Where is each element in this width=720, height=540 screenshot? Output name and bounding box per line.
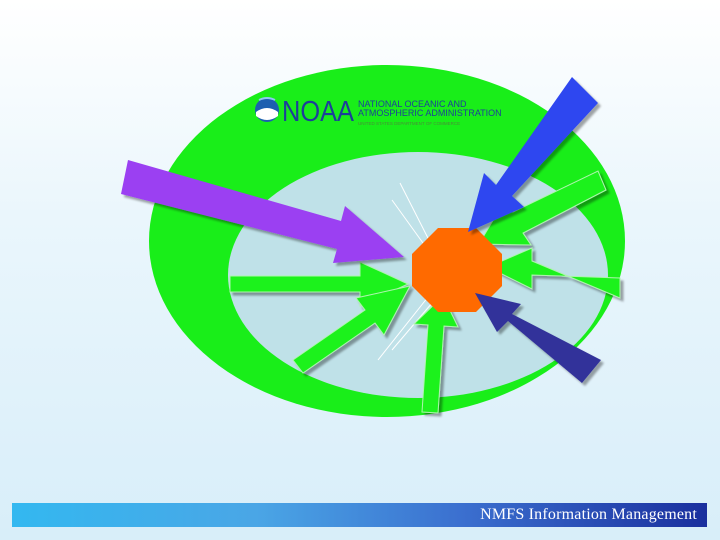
green-arrows <box>229 170 621 414</box>
green-arrow-upper-right <box>478 170 607 246</box>
noaa-wordmark: NOAA <box>282 96 355 128</box>
noaa-logo: NOAA NATIONAL OCEANIC AND ATMOSPHERIC AD… <box>255 96 502 128</box>
green-arrow-right <box>486 247 621 299</box>
noaa-line3: UNITED STATES DEPARTMENT OF COMMERCE <box>358 121 460 126</box>
center-hub <box>412 228 502 312</box>
footer-bar: NMFS Information Management <box>12 503 707 527</box>
noaa-line2: ATMOSPHERIC ADMINISTRATION <box>358 108 502 118</box>
footer-title: NMFS Information Management <box>480 506 697 523</box>
purple-arrow <box>121 160 404 263</box>
noaa-line1: NATIONAL OCEANIC AND <box>358 99 467 109</box>
blue-arrow <box>468 77 598 232</box>
green-arrow-lower-left <box>292 285 411 374</box>
navy-arrow <box>475 293 601 383</box>
diagram: NOAA NATIONAL OCEANIC AND ATMOSPHERIC AD… <box>121 65 625 417</box>
